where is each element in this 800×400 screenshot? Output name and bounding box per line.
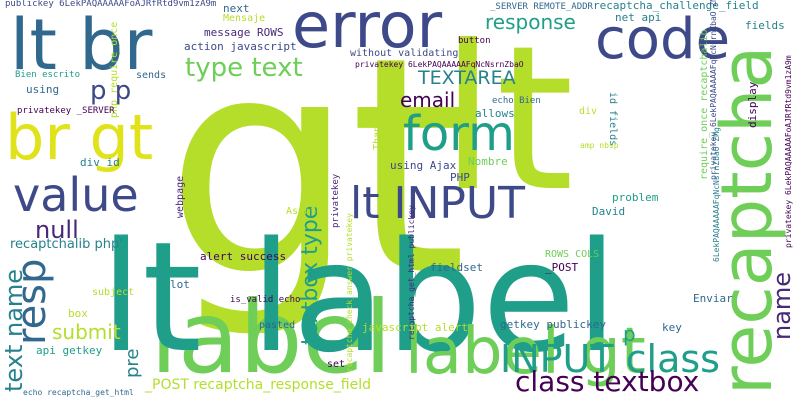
word-TEXTAREA: TEXTAREA (418, 67, 516, 89)
word-api-getkey: api getkey (36, 344, 103, 357)
word-class-textbox: class textbox (515, 365, 700, 398)
word-key: key (662, 321, 682, 334)
word-display: display (746, 81, 759, 128)
word-Thanks: Thanks (372, 113, 383, 150)
word-pasted: pasted (259, 320, 296, 331)
word-fields: fields (745, 19, 785, 32)
word-label-gt: label gt (405, 315, 646, 389)
word-div-id: div id (80, 156, 120, 169)
word-code: code (595, 7, 731, 72)
word-lt-br: lt br (10, 4, 153, 86)
word-recaptcha-check-answer-privatekey: recaptcha_check_answer privatekey (345, 213, 354, 372)
word-using-Ajax: using Ajax (390, 159, 457, 172)
word-gt: gt (165, 0, 467, 342)
word-lt-INPUT: lt INPUT (350, 178, 525, 229)
word-problem: problem (612, 191, 659, 204)
word-net-api: net api (615, 11, 662, 24)
word-lt-label: lt label (100, 209, 618, 386)
word-text-name: text name (0, 268, 28, 392)
word-recaptcha-challenge-field: recaptcha_challenge_field (593, 0, 759, 12)
word-privatekey-fqnc: privatekey 6LekPAQAAAAAFqNcNsrnZbaO (355, 60, 524, 69)
word-lot: lot (170, 278, 190, 291)
word-textbox-type: textbox type (298, 205, 323, 345)
word-Mensaje: Mensaje (223, 13, 266, 24)
word-form: form (403, 106, 515, 162)
word-is-valid-echo: is_valid echo (230, 295, 301, 305)
word-INPUT-class: INPUT class (500, 337, 720, 381)
word-Bien-escrito: Bien escrito (15, 70, 81, 80)
word-lt: lt (440, 3, 574, 236)
word-ROWS-COLS: ROWS COLS (545, 249, 600, 260)
word-without-validating: without validating (350, 48, 459, 59)
word-br-gt: br gt (5, 101, 154, 174)
word-submit: submit (52, 320, 121, 344)
word-pre: pre (122, 348, 143, 378)
word-fqnc-zmg: 6LekPAQAAAAAFqNcNsrnZbaO ZMg (712, 127, 721, 262)
word-null: null (35, 216, 79, 244)
word-allows: allows (475, 107, 515, 120)
word-next: next (223, 2, 250, 15)
word-p: p (623, 322, 636, 346)
word-p-p: p p (90, 76, 132, 106)
word-echo-Bien: echo Bien (492, 96, 541, 106)
word-set: set (327, 359, 346, 370)
word-privatekey-server: privatekey _SERVER (17, 106, 115, 116)
word-Enviar: Enviar (693, 292, 733, 305)
word-PHP: PHP (450, 171, 470, 184)
word-subject: subject (92, 287, 135, 298)
word-privatekey-long: privatekey 6LekPAQAAAAAFoAJRfRtd9vm1zA9m (784, 55, 793, 248)
word-sends: sends (136, 70, 167, 81)
word-post-recaptcha-response-field: _POST recaptcha_response_field (145, 377, 372, 393)
word-webpage: webpage (175, 175, 186, 218)
word-div: div (579, 106, 598, 117)
word-javascript-alert: javascript alert (362, 321, 468, 334)
word-recaptchalib-php: recaptchalib php' (10, 237, 123, 252)
word-David: David (592, 205, 626, 218)
word-error: error (292, 0, 443, 62)
word-fieldset: fieldset (430, 261, 483, 274)
word-using: using (26, 83, 60, 96)
word-action-javascript: action javascript (184, 40, 297, 53)
word-alert-success: alert success (200, 250, 287, 263)
word-Nombre: Nombre (468, 155, 508, 168)
word-server-remote-addr: _SERVER REMOTE_ADDR (490, 2, 593, 12)
word-button: button (458, 36, 491, 46)
word-response: response (485, 10, 576, 34)
word-php-require-once: php require_once (109, 21, 120, 118)
word-privatekey: privatekey (331, 173, 341, 228)
word-id-fields: id fields (607, 92, 618, 147)
word-recaptcha-get-html-publickey: recaptcha_get_html publickey (407, 205, 416, 340)
word-label: label (150, 279, 392, 396)
word-type-text: type text (185, 53, 303, 83)
word-value: value (13, 168, 139, 222)
word-name: name (768, 271, 796, 340)
word-post: _POST (545, 261, 579, 274)
word-email: email (400, 88, 456, 112)
word-echo-recaptcha-get-html: echo recaptcha_get_html (23, 388, 134, 397)
word-Asunto: Asunto (286, 206, 323, 217)
word-amp-nbsp: amp nbsp (580, 141, 619, 150)
word-publickey-long: publickey 6LekPAQAAAAAFoAJRfRtd9vm1zA9m (5, 0, 217, 9)
word-message-ROWS: message ROWS (204, 26, 284, 39)
word-box: box (68, 307, 88, 320)
word-getkey-publickey: getkey publickey (500, 318, 606, 331)
